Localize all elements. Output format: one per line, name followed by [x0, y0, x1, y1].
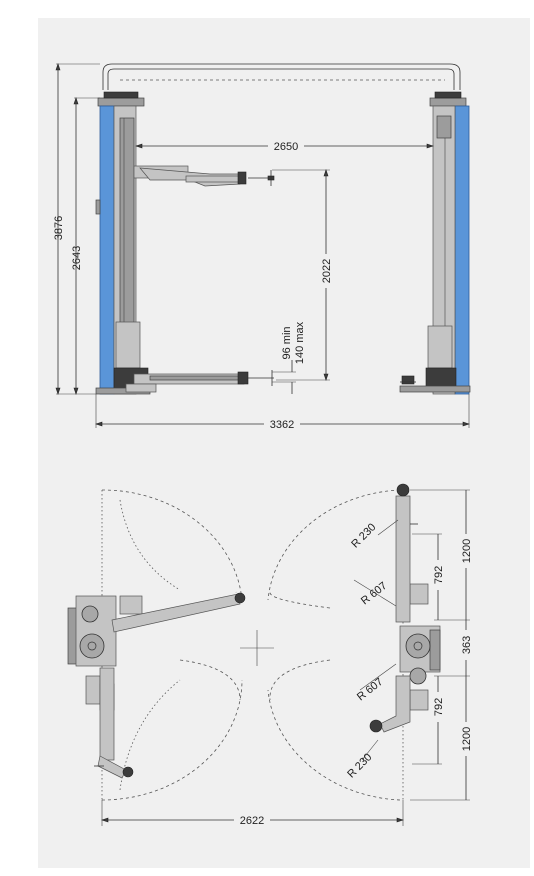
- dim-right-vertical: 1200 792 363 792 1200: [410, 489, 473, 801]
- overall-width-label: 3362: [270, 419, 294, 431]
- radius-large-top-label: R 607: [359, 580, 390, 608]
- radius-large-bottom-label: R 607: [355, 676, 386, 704]
- arm-length-bottom-label: 1200: [461, 727, 473, 751]
- inner-width-label: 2650: [274, 141, 298, 153]
- upper-arm: [133, 165, 275, 187]
- top-view: R 230 R 607 R 607 R 230 1200 792 363: [67, 483, 473, 827]
- arm-offset-bottom-label: 792: [433, 698, 445, 716]
- right-column: [399, 105, 471, 395]
- total-height-label: 3876: [53, 216, 65, 240]
- lift-height-label: 2022: [321, 259, 333, 283]
- dim-arm-height: 96 min 140 max: [272, 321, 306, 394]
- dim-column-height: 2643: [71, 97, 100, 395]
- dim-inner-width: 2650: [135, 139, 434, 153]
- right-sweep-area: [267, 489, 404, 801]
- radius-leaders: R 230 R 607 R 607 R 230: [345, 519, 399, 781]
- center-cross: [240, 630, 274, 666]
- right-column-top: [369, 483, 441, 733]
- dim-lift-height: 2022: [272, 169, 333, 381]
- arm-offset-top-label: 792: [433, 566, 445, 584]
- top-crossbar: [97, 63, 467, 107]
- radius-small-top-label: R 230: [349, 521, 378, 550]
- front-view: 3876 2643 2650 2022: [53, 63, 471, 431]
- left-sweep-area: [101, 489, 243, 801]
- arm-length-top-label: 1200: [461, 539, 473, 563]
- top-view-width-label: 2622: [240, 815, 264, 827]
- left-column: [95, 105, 151, 395]
- radius-small-bottom-label: R 230: [345, 751, 374, 780]
- column-height-label: 2643: [71, 246, 83, 270]
- dim-overall-width: 3362: [95, 394, 470, 431]
- arm-height-min-label: 96 min: [281, 326, 293, 359]
- dim-total-height: 3876: [53, 63, 100, 395]
- lower-arm: [125, 370, 274, 393]
- arm-height-max-label: 140 max: [294, 321, 306, 364]
- center-offset-label: 363: [461, 636, 473, 654]
- left-column-top: [67, 592, 246, 779]
- dim-top-view-width: 2622: [101, 800, 404, 827]
